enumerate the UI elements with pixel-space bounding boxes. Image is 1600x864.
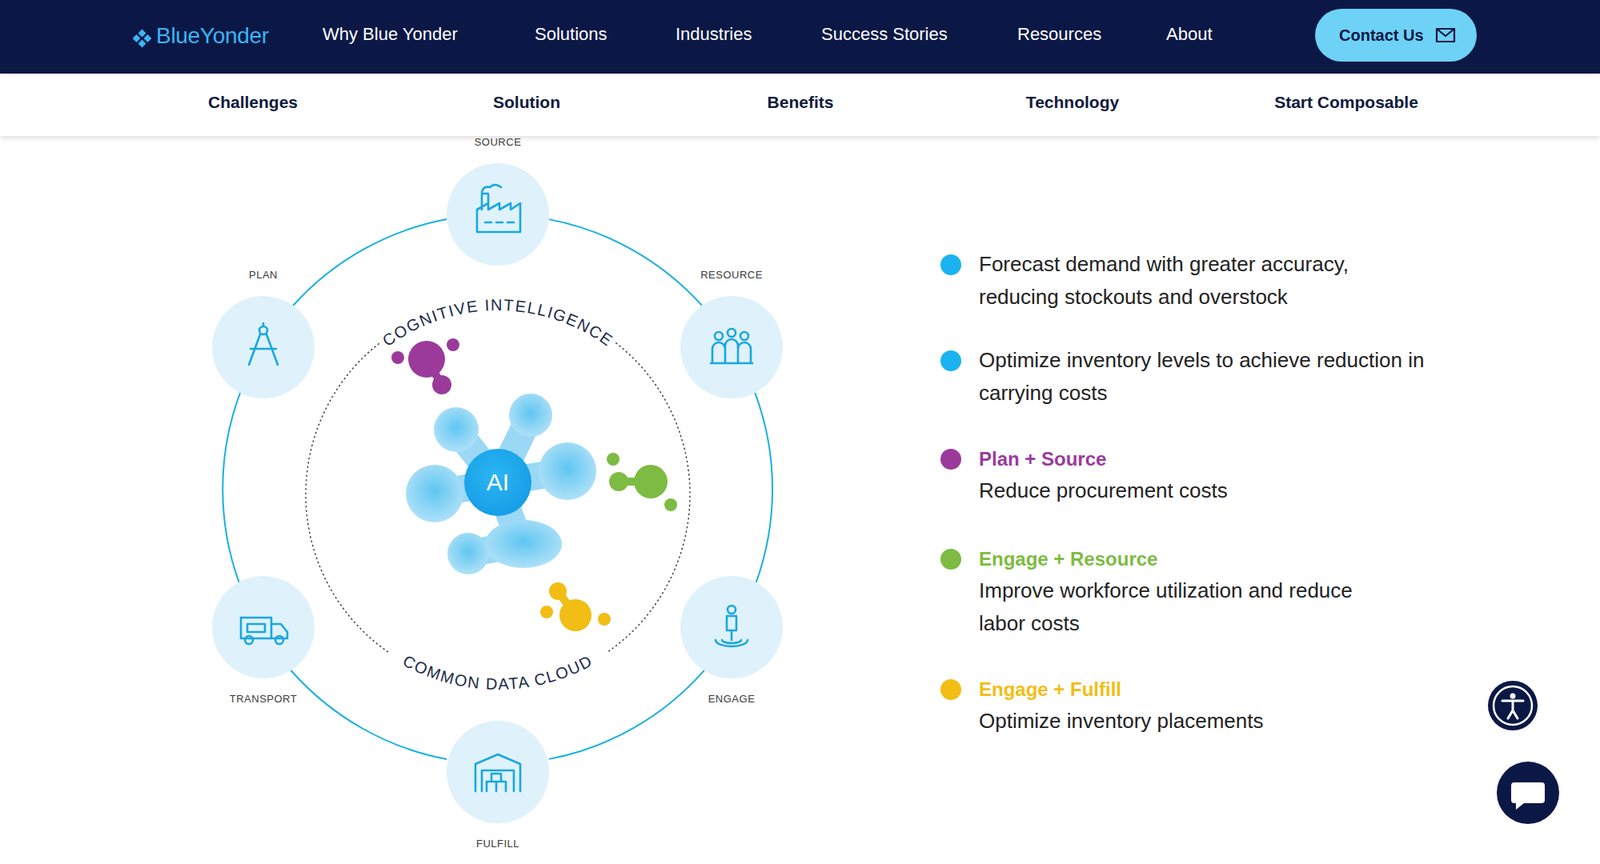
stage-circle: FULFILL xyxy=(446,721,550,824)
chat-button xyxy=(1496,761,1560,825)
nav-link: Success Stories xyxy=(821,24,948,45)
sub-nav-link: Start Composable xyxy=(1274,92,1419,113)
nav-link: Why Blue Yonder xyxy=(322,24,458,45)
benefit-text: Optimize inventory placements xyxy=(978,705,1428,738)
stage-icon xyxy=(446,721,550,824)
benefit-text: Optimize inventory levels to achieve red… xyxy=(978,344,1428,410)
button-text: Contact Us xyxy=(1339,26,1424,45)
nav-link: About xyxy=(1166,24,1213,45)
legend-swatch xyxy=(940,449,962,470)
ring-title-text: COMMON DATA CLOUD xyxy=(400,651,596,694)
stage-label: RESOURCE xyxy=(700,268,763,281)
ring-title-text: COGNITIVE INTELLIGENCE xyxy=(379,296,617,350)
sub-nav-link: Solution xyxy=(493,92,561,113)
legend-swatch xyxy=(940,254,962,276)
logo-text: BlueYonder xyxy=(156,23,269,49)
dotted-ring xyxy=(305,343,690,653)
benefit-heading: Engage + Resource xyxy=(978,545,1428,574)
stage-icon xyxy=(680,576,783,679)
ring-connector xyxy=(549,670,705,760)
ring-connector xyxy=(222,392,241,583)
legend-swatch xyxy=(940,549,962,570)
ring-connector xyxy=(549,219,702,306)
stage-circle: SOURCE xyxy=(446,163,550,266)
sub-nav-link: Benefits xyxy=(767,92,835,113)
stage-icon xyxy=(680,296,783,399)
legend-swatch xyxy=(940,679,962,701)
accessibility-button xyxy=(1487,681,1538,731)
stage-circle: RESOURCE xyxy=(680,296,783,399)
ring-title: COGNITIVE INTELLIGENCE xyxy=(379,296,617,350)
stage-circle: PLAN xyxy=(212,296,315,399)
contact-button: Contact Us xyxy=(1315,8,1477,62)
purple-dots xyxy=(391,338,460,395)
nav-link: Solutions xyxy=(534,24,608,45)
stage-circle: TRANSPORT xyxy=(212,576,315,679)
green-dots xyxy=(606,453,678,512)
benefit-heading: Plan + Source xyxy=(978,445,1428,474)
ring-connector xyxy=(292,219,447,306)
sub-nav-link: Technology xyxy=(1026,92,1119,113)
stage-icon xyxy=(212,576,315,679)
stage-icon xyxy=(446,163,550,266)
ring-connector xyxy=(290,670,447,760)
stage-label: ENGAGE xyxy=(708,693,756,706)
stage-icon xyxy=(212,296,315,399)
benefit-text: Forecast demand with greater accuracy, r… xyxy=(978,248,1428,314)
stage-label: FULFILL xyxy=(476,838,520,851)
nav-link: Industries xyxy=(675,24,752,45)
yellow-dots xyxy=(540,582,611,632)
benefit-heading: Engage + Fulfill xyxy=(978,675,1428,705)
legend-swatch xyxy=(940,350,962,372)
ai-circle: AI xyxy=(464,449,532,517)
logo-mark xyxy=(132,29,153,49)
ai-blob xyxy=(405,393,597,575)
stage-label: TRANSPORT xyxy=(229,693,297,706)
envelope-icon xyxy=(1435,27,1456,44)
benefit-text: Improve workforce utilization and reduce… xyxy=(978,574,1356,641)
ring-connector xyxy=(754,392,773,583)
stage-circle: ENGAGE xyxy=(680,576,783,679)
stage-label: PLAN xyxy=(248,268,278,281)
benefit-text: Reduce procurement costs xyxy=(978,474,1428,508)
nav-link: Resources xyxy=(1017,24,1102,45)
stage-label: SOURCE xyxy=(474,136,522,149)
ai-label: AI xyxy=(486,469,510,497)
sub-nav-link: Challenges xyxy=(208,92,298,113)
ring-title: COMMON DATA CLOUD xyxy=(400,651,596,694)
